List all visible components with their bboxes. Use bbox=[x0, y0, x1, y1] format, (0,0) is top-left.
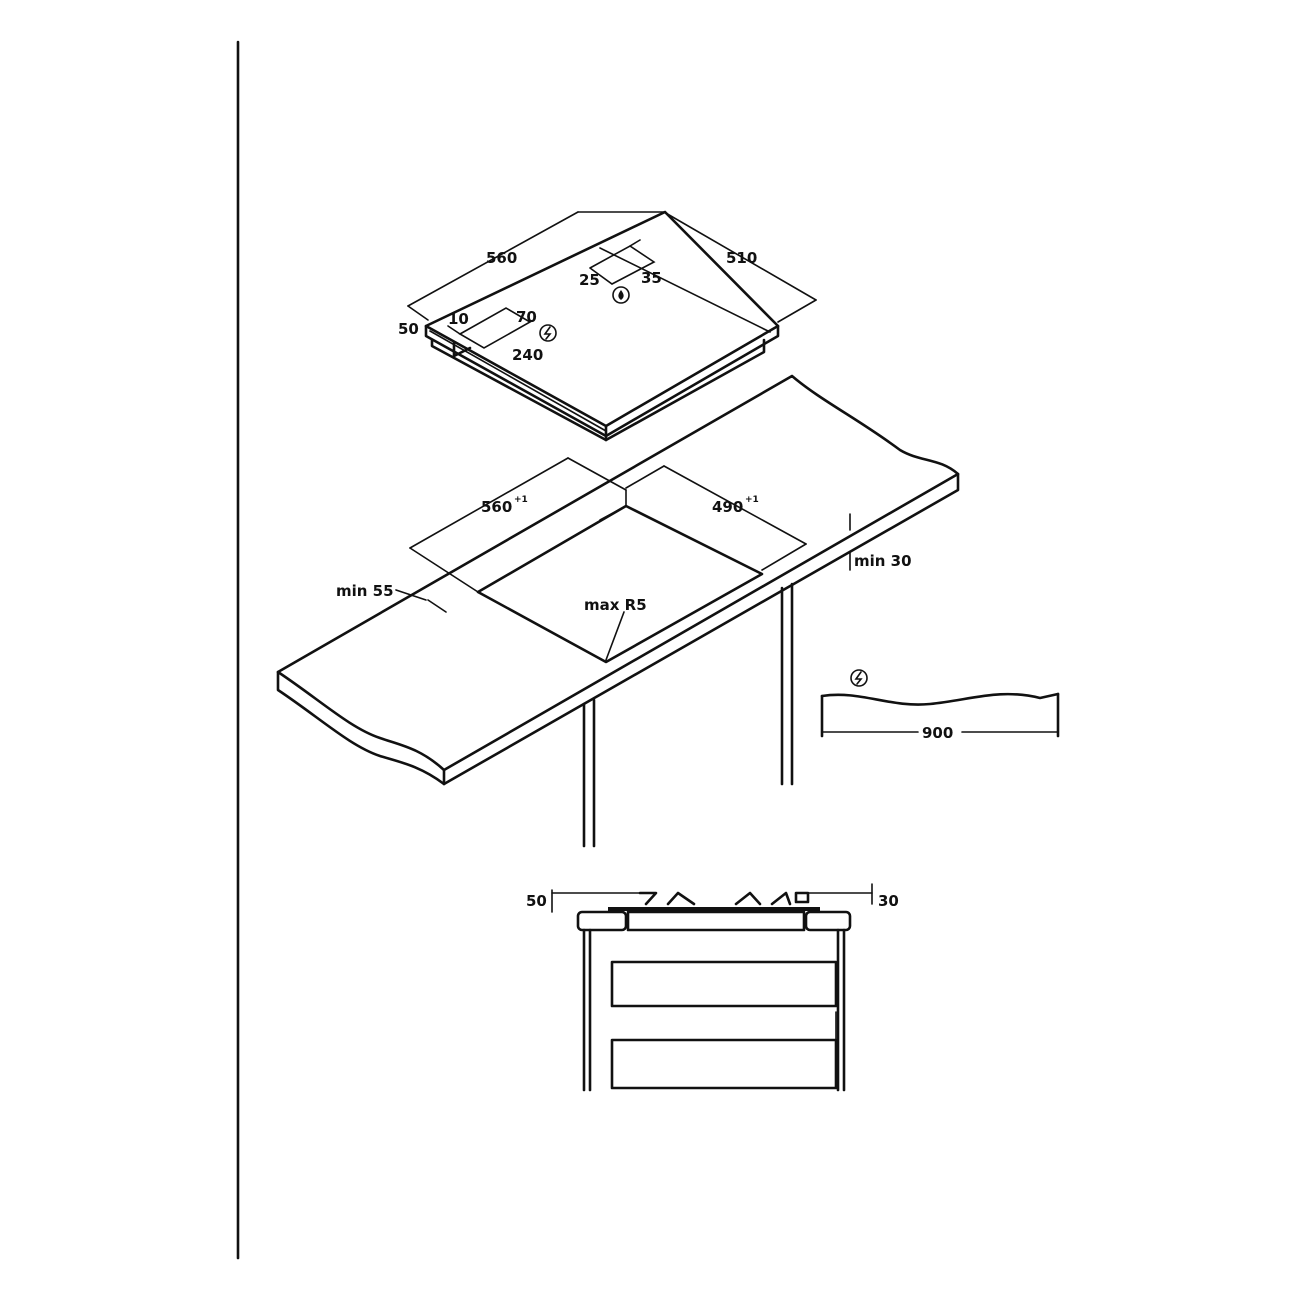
support-legs bbox=[582, 582, 794, 848]
gas-offset-left-label: 25 bbox=[579, 271, 600, 289]
hob-width-label: 560 bbox=[486, 249, 517, 267]
hob-drawing bbox=[407, 210, 817, 442]
cable-drawing bbox=[820, 692, 1060, 738]
elec-offset-label: 10 bbox=[448, 310, 469, 328]
cutout-depth-dimension bbox=[625, 465, 807, 571]
front-clearance-label: min 55 bbox=[336, 582, 394, 600]
corner-radius-label: max R5 bbox=[584, 596, 647, 614]
cutout-depth-sup: +1 bbox=[745, 495, 759, 505]
gas-offset-right-label: 35 bbox=[641, 269, 662, 287]
elec-box-depth-label: 240 bbox=[512, 346, 543, 364]
cable-length-label: 900 bbox=[922, 724, 953, 742]
hob-width-dimension bbox=[407, 211, 665, 321]
hob-depth-dimension bbox=[663, 211, 817, 323]
hob-depth-label: 510 bbox=[726, 249, 757, 267]
section-left-height-label: 50 bbox=[526, 892, 547, 910]
section-view-drawing bbox=[551, 883, 873, 1092]
gas-connection-zone bbox=[589, 239, 656, 285]
flame-icon bbox=[612, 286, 630, 304]
cutout-width-label: 560 bbox=[481, 498, 512, 516]
back-clearance-label: min 30 bbox=[854, 552, 912, 570]
lightning-icon bbox=[539, 324, 557, 342]
lightning-icon bbox=[850, 669, 868, 687]
worktop-drawing bbox=[276, 374, 960, 848]
cutout-width-sup: +1 bbox=[514, 495, 528, 505]
hob-height-label: 50 bbox=[398, 320, 419, 338]
corner-radius-leader bbox=[605, 611, 625, 661]
electric-connection-zone bbox=[447, 307, 532, 349]
cutout-width-dimension bbox=[409, 457, 627, 593]
section-right-height-label: 30 bbox=[878, 892, 899, 910]
cutout-rectangle bbox=[476, 489, 764, 664]
front-clearance-dimension bbox=[395, 589, 447, 613]
cutout-depth-label: 490 bbox=[712, 498, 743, 516]
elec-box-width-label: 70 bbox=[516, 308, 537, 326]
